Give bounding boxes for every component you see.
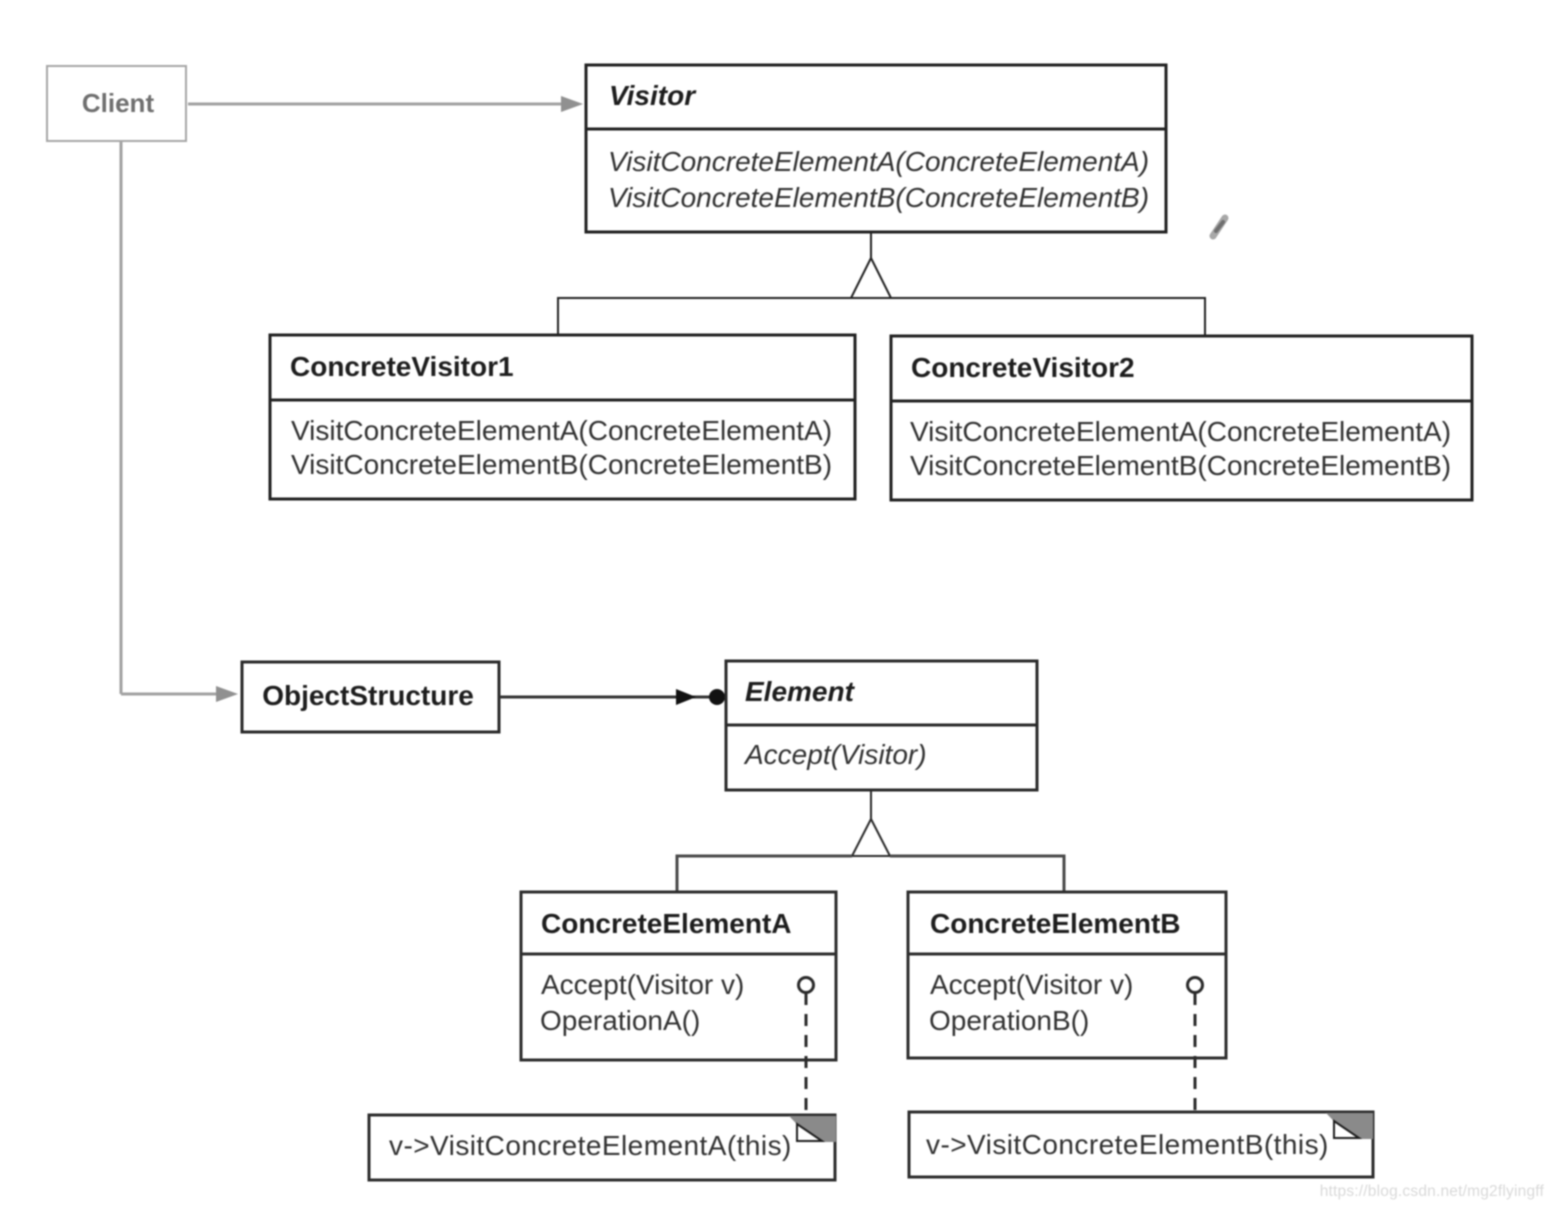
svg-text:ConcreteVisitor2: ConcreteVisitor2 xyxy=(911,352,1135,383)
svg-text:OperationA(): OperationA() xyxy=(540,1005,700,1036)
svg-text:ConcreteElementA: ConcreteElementA xyxy=(541,908,792,939)
svg-text:VisitConcreteElementB(Concrete: VisitConcreteElementB(ConcreteElementB) xyxy=(291,449,832,480)
svg-text:Element: Element xyxy=(745,676,856,707)
svg-text:VisitConcreteElementA(Concrete: VisitConcreteElementA(ConcreteElementA) xyxy=(291,415,832,446)
svg-text:VisitConcreteElementA(Concrete: VisitConcreteElementA(ConcreteElementA) xyxy=(608,146,1149,177)
svg-text:Accept(Visitor v): Accept(Visitor v) xyxy=(930,969,1133,1000)
svg-text:ObjectStructure: ObjectStructure xyxy=(262,680,474,711)
svg-text:OperationB(): OperationB() xyxy=(929,1005,1089,1036)
svg-text:Accept(Visitor): Accept(Visitor) xyxy=(743,739,927,770)
svg-text:VisitConcreteElementB(Concrete: VisitConcreteElementB(ConcreteElementB) xyxy=(910,450,1451,481)
svg-text:ConcreteElementB: ConcreteElementB xyxy=(930,908,1181,939)
svg-text:v->VisitConcreteElementA(this): v->VisitConcreteElementA(this) xyxy=(389,1130,792,1161)
svg-text:Accept(Visitor v): Accept(Visitor v) xyxy=(541,969,744,1000)
svg-text:ConcreteVisitor1: ConcreteVisitor1 xyxy=(290,351,514,382)
svg-text:Visitor: Visitor xyxy=(609,80,697,111)
svg-text:Client: Client xyxy=(82,88,155,118)
svg-text:v->VisitConcreteElementB(this): v->VisitConcreteElementB(this) xyxy=(926,1129,1329,1160)
svg-text:VisitConcreteElementA(Concrete: VisitConcreteElementA(ConcreteElementA) xyxy=(910,416,1451,447)
svg-text:VisitConcreteElementB(Concrete: VisitConcreteElementB(ConcreteElementB) xyxy=(608,182,1149,213)
svg-text:https://blog.csdn.net/mg2flyin: https://blog.csdn.net/mg2flyingff xyxy=(1320,1183,1545,1200)
